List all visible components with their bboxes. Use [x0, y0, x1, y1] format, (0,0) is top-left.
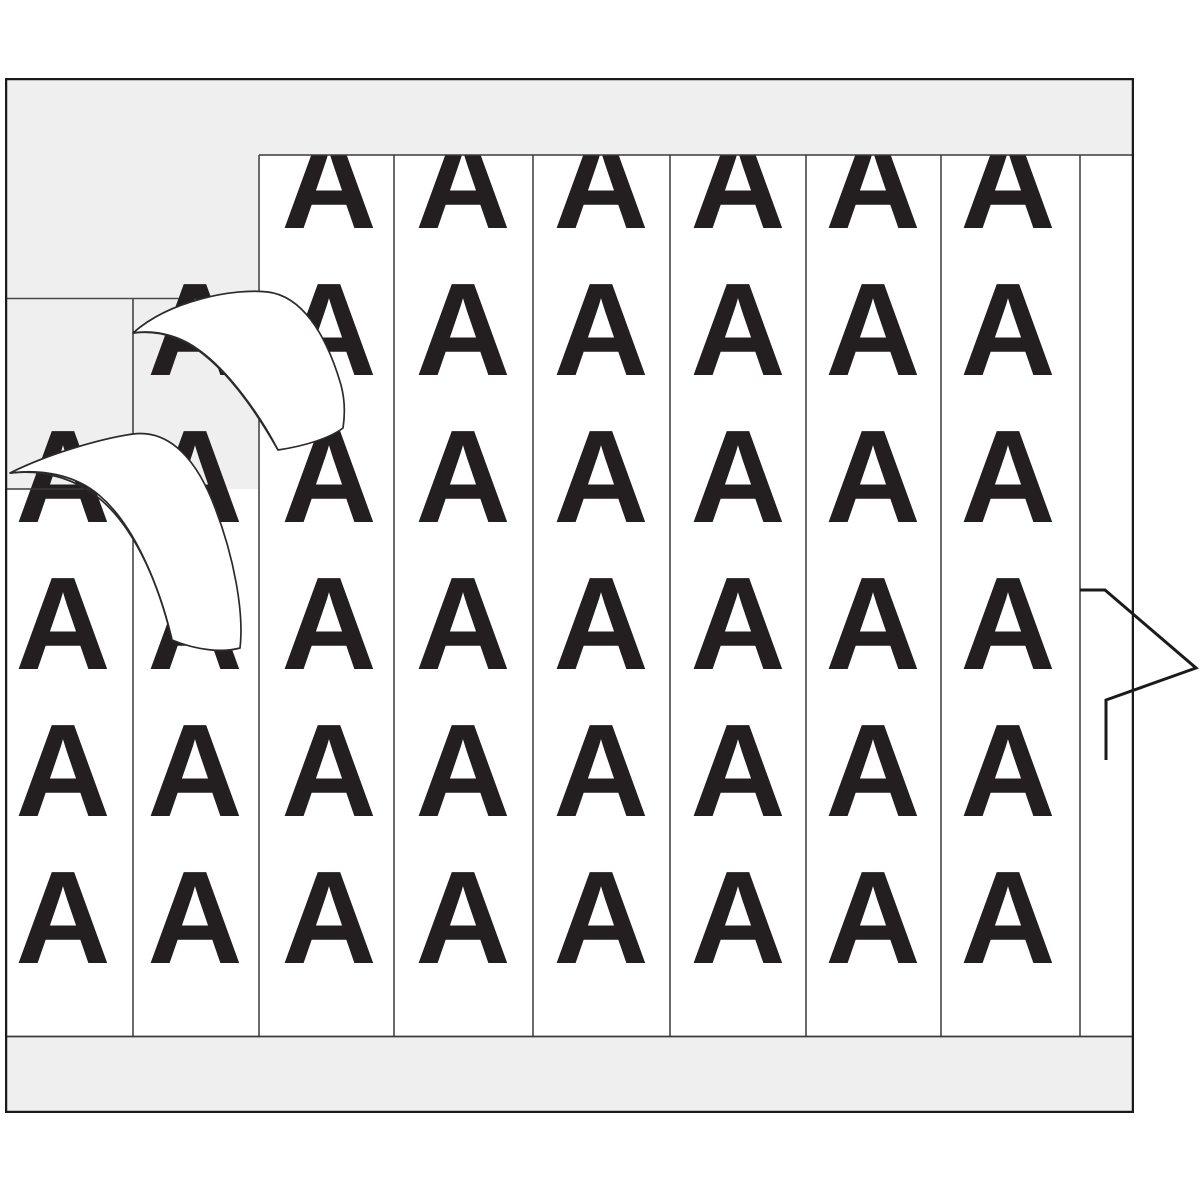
peeled-label-upper[interactable] — [132, 290, 346, 451]
label-cell-A[interactable]: A — [415, 256, 510, 403]
label-cell-A[interactable]: A — [553, 403, 648, 550]
zigzag-notch-icon — [1080, 588, 1199, 760]
backing-left-upper-panel — [5, 78, 258, 298]
label-cell-A[interactable]: A — [960, 844, 1055, 991]
label-cell-A[interactable]: A — [553, 256, 648, 403]
label-cell-A[interactable]: A — [281, 697, 376, 844]
label-cell-A[interactable]: A — [825, 844, 920, 991]
label-cell-A[interactable]: A — [553, 844, 648, 991]
label-cell-A[interactable]: A — [960, 109, 1055, 256]
label-cell-A[interactable]: A — [15, 697, 110, 844]
label-cell-A[interactable]: A — [15, 844, 110, 991]
label-cell-A[interactable]: A — [147, 844, 242, 991]
sheet-outer-frame — [5, 78, 1134, 1113]
label-cell-A[interactable]: A — [281, 109, 376, 256]
label-row: A A A A A A — [281, 109, 1055, 256]
trailing-blank-column — [1080, 155, 1134, 1037]
label-cell-A[interactable]: A — [15, 550, 110, 697]
label-cell-A[interactable]: A — [690, 403, 785, 550]
label-cell-A[interactable]: A — [281, 844, 376, 991]
label-cell-A[interactable]: A — [825, 697, 920, 844]
peeled-label-lower[interactable] — [9, 432, 242, 652]
label-cell-A[interactable]: A — [553, 697, 648, 844]
label-cell-A[interactable]: A — [553, 550, 648, 697]
label-cell-A[interactable]: A — [960, 403, 1055, 550]
label-cell-A[interactable]: A — [147, 697, 242, 844]
label-cell-A[interactable]: A — [960, 697, 1055, 844]
label-cell-A[interactable]: A — [690, 697, 785, 844]
label-row: A A A A A A A A — [15, 697, 1055, 844]
label-cell-A[interactable]: A — [690, 256, 785, 403]
label-cell-A[interactable]: A — [960, 256, 1055, 403]
label-row: A A A A A A A A — [15, 844, 1055, 991]
label-cell-A[interactable]: A — [690, 550, 785, 697]
label-cell-A[interactable]: A — [281, 550, 376, 697]
die-cut-column-lines — [132, 155, 1081, 1037]
label-cell-A[interactable]: A — [825, 256, 920, 403]
label-cell-A[interactable]: A — [415, 403, 510, 550]
label-cell-A[interactable]: A — [825, 109, 920, 256]
label-cell-A[interactable]: A — [825, 550, 920, 697]
label-cell-A[interactable]: A — [553, 109, 648, 256]
label-cell-A[interactable]: A — [415, 697, 510, 844]
label-cell-A[interactable]: A — [825, 403, 920, 550]
label-cell-A[interactable]: A — [960, 550, 1055, 697]
label-cell-A[interactable]: A — [415, 550, 510, 697]
label-cell-A[interactable]: A — [415, 844, 510, 991]
label-cell-A[interactable]: A — [690, 844, 785, 991]
label-cell-A[interactable]: A — [415, 109, 510, 256]
label-cell-A[interactable]: A — [690, 109, 785, 256]
